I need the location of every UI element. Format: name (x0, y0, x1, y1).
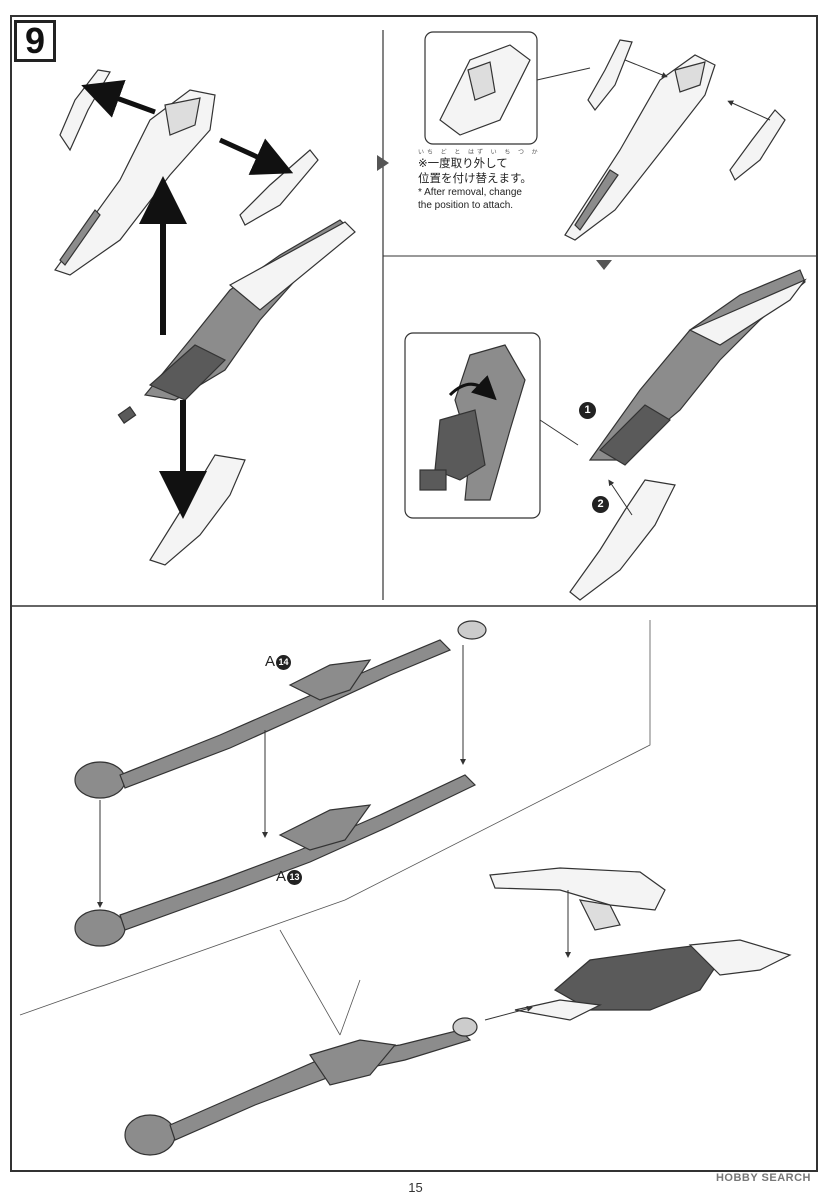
part-label-a13-number: 13 (287, 870, 303, 885)
part-label-a13-letter: A (276, 868, 287, 885)
note-ruby: いち ど と はず い ち つ か (418, 150, 541, 156)
top-right-assembly (564, 39, 786, 241)
part-label-a14-letter: A (265, 653, 276, 670)
staff-middle (74, 774, 477, 947)
note-en-line1: * After removal, change (418, 187, 522, 198)
flow-arrow-down (596, 260, 612, 270)
staff-upper (74, 620, 487, 799)
watermark: HOBBY SEARCH (715, 1172, 811, 1184)
detail-callout-handle (404, 332, 579, 519)
page-frame (10, 15, 818, 1172)
staff-lower (124, 1017, 478, 1156)
note-jp-line2: 位置を付け替えます。 (418, 171, 532, 185)
note-jp-line1: ※一度取り外して (418, 156, 508, 170)
right-weapon-assembly (569, 269, 807, 601)
marker-step-1: 1 (579, 402, 596, 419)
note-en-line2: the position to attach. (418, 200, 514, 211)
step-number-badge: 9 (14, 20, 56, 62)
page-number: 15 (408, 1180, 423, 1195)
flow-arrow-right (377, 155, 389, 171)
detail-callout-fin (424, 31, 591, 145)
reattach-note: いち ど と はず い ち つ か ※一度取り外して 位置を付け替えます。 * … (418, 150, 558, 212)
marker-step-2: 2 (592, 496, 609, 513)
bottom-right-assembly (489, 867, 792, 1021)
arrow-to-fin-left (81, 80, 156, 118)
arrow-to-fin-right (218, 137, 294, 175)
top-left-assembly (54, 69, 356, 566)
part-label-a14-number: 14 (276, 655, 292, 670)
